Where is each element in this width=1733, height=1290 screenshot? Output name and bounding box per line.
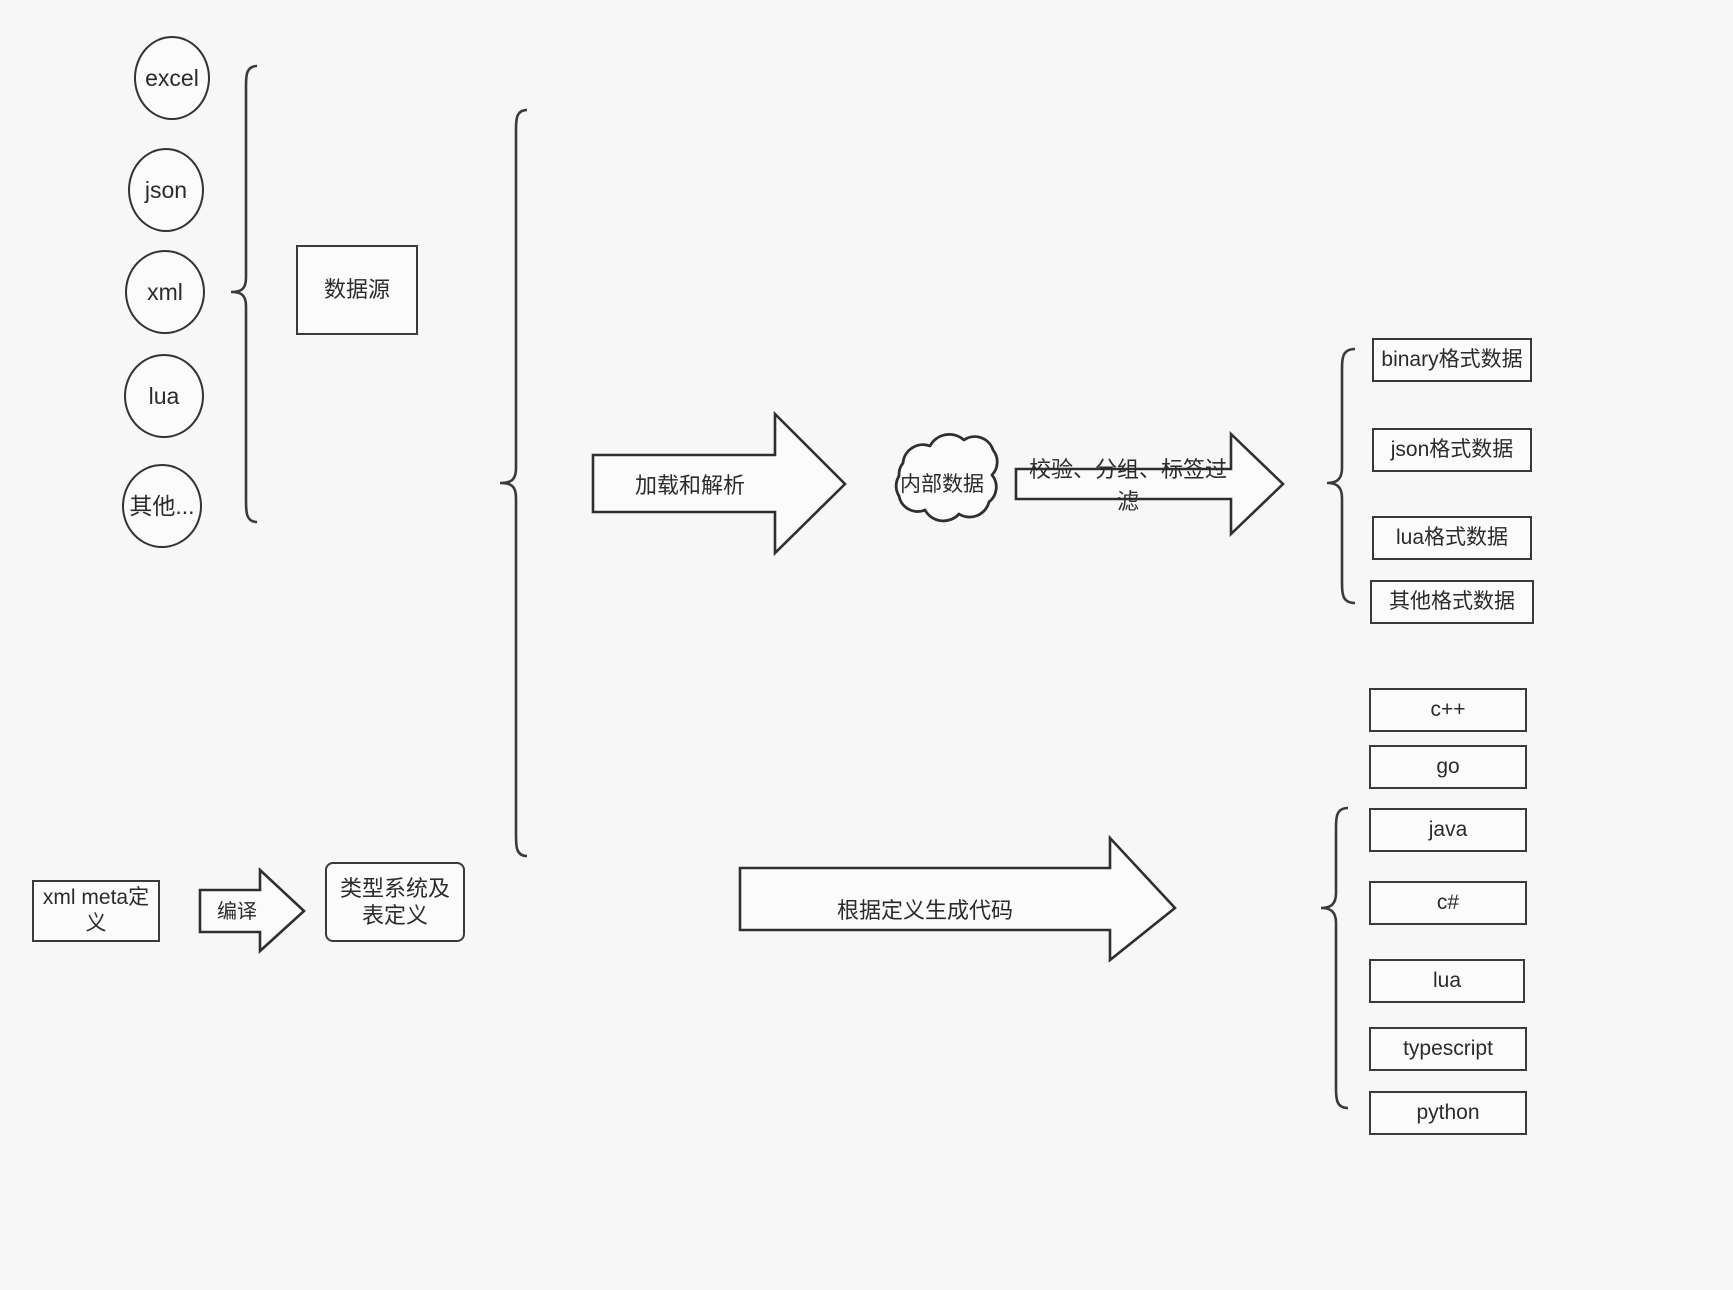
source-node-xml[interactable]: xml — [125, 250, 205, 334]
language-box-typescript[interactable]: typescript — [1369, 1027, 1527, 1071]
language-box-csharp[interactable]: c# — [1369, 881, 1527, 925]
xml-meta-definition-label: xml meta定义 — [42, 885, 150, 935]
source-node-label: lua — [148, 382, 180, 409]
source-node-other[interactable]: 其他... — [122, 464, 202, 548]
codegen-arrow — [738, 834, 1177, 963]
compile-arrow — [198, 867, 306, 954]
source-node-json[interactable]: json — [128, 148, 204, 232]
data-source-label: 数据源 — [323, 277, 390, 303]
internal-data-cloud — [894, 433, 999, 523]
output-format-binary[interactable]: binary格式数据 — [1372, 338, 1532, 382]
output-format-label: lua格式数据 — [1395, 525, 1509, 549]
source-node-label: 其他... — [129, 492, 195, 519]
pipeline-input-brace — [499, 108, 528, 858]
language-label: lua — [1432, 968, 1462, 992]
language-label: python — [1416, 1100, 1480, 1124]
source-node-lua[interactable]: lua — [124, 354, 204, 438]
language-box-lua[interactable]: lua — [1369, 959, 1525, 1003]
xml-meta-definition-box[interactable]: xml meta定义 — [32, 880, 160, 942]
language-label: java — [1428, 817, 1468, 841]
language-label: c++ — [1430, 697, 1466, 721]
data-source-box[interactable]: 数据源 — [296, 245, 418, 335]
source-node-label: json — [144, 176, 188, 203]
language-label: typescript — [1403, 1036, 1493, 1060]
filter-arrow — [1014, 430, 1285, 538]
language-label: go — [1436, 754, 1460, 778]
language-box-go[interactable]: go — [1369, 745, 1527, 789]
type-system-label: 类型系统及表定义 — [339, 875, 450, 929]
language-box-cpp[interactable]: c++ — [1369, 688, 1527, 732]
output-format-other[interactable]: 其他格式数据 — [1370, 580, 1534, 624]
source-node-label: xml — [147, 278, 183, 305]
output-format-label: binary格式数据 — [1381, 347, 1523, 371]
language-label: c# — [1436, 890, 1460, 914]
language-box-java[interactable]: java — [1369, 808, 1527, 852]
language-brace — [1320, 806, 1349, 1110]
output-format-json[interactable]: json格式数据 — [1372, 428, 1532, 472]
source-node-label: excel — [145, 64, 199, 91]
output-format-label: json格式数据 — [1390, 437, 1514, 461]
output-format-label: 其他格式数据 — [1389, 589, 1515, 613]
type-system-box[interactable]: 类型系统及表定义 — [325, 862, 465, 942]
data-format-brace — [1326, 347, 1356, 605]
language-box-python[interactable]: python — [1369, 1091, 1527, 1135]
load-parse-arrow — [591, 410, 847, 557]
source-node-excel[interactable]: excel — [134, 36, 210, 120]
output-format-lua[interactable]: lua格式数据 — [1372, 516, 1532, 560]
source-group-brace — [230, 64, 258, 524]
compile-arrow-layer — [198, 867, 306, 954]
